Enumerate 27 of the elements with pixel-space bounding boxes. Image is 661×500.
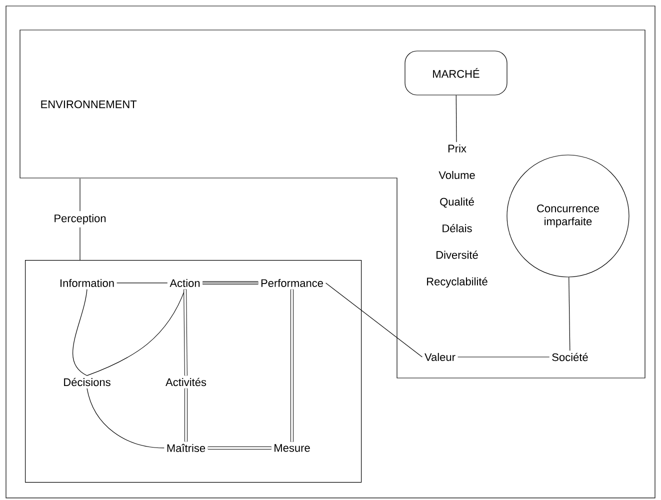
triple-line	[202, 281, 258, 285]
text-label: Mesure	[274, 444, 310, 452]
text-label: Information	[60, 278, 114, 288]
connector	[456, 95, 457, 142]
text-label: Décisions	[64, 378, 110, 386]
group-box	[25, 260, 362, 483]
connector	[72, 289, 88, 376]
rounded-box: MARCHÉ	[404, 50, 508, 96]
connector	[86, 388, 164, 448]
double-line	[290, 289, 294, 442]
text-label: Performance	[261, 278, 323, 288]
edge-label: Perception	[50, 211, 110, 228]
connector	[116, 282, 168, 284]
text-label: Société	[552, 352, 588, 362]
connector	[326, 282, 422, 358]
text-label: Activités	[166, 378, 206, 386]
double-line	[208, 446, 272, 450]
connector	[86, 289, 186, 376]
double-line	[184, 289, 188, 376]
double-line	[184, 388, 188, 442]
connector	[458, 356, 550, 358]
text-list: Prix Volume Qualité Délais Diversité Recyclabilité	[427, 144, 488, 288]
text-label: Maîtrise	[167, 444, 206, 452]
text-label: Valeur	[424, 352, 456, 362]
circle-node: Concurrence imparfaite	[506, 154, 630, 278]
connector	[568, 276, 570, 351]
text-label: Action	[170, 278, 200, 288]
